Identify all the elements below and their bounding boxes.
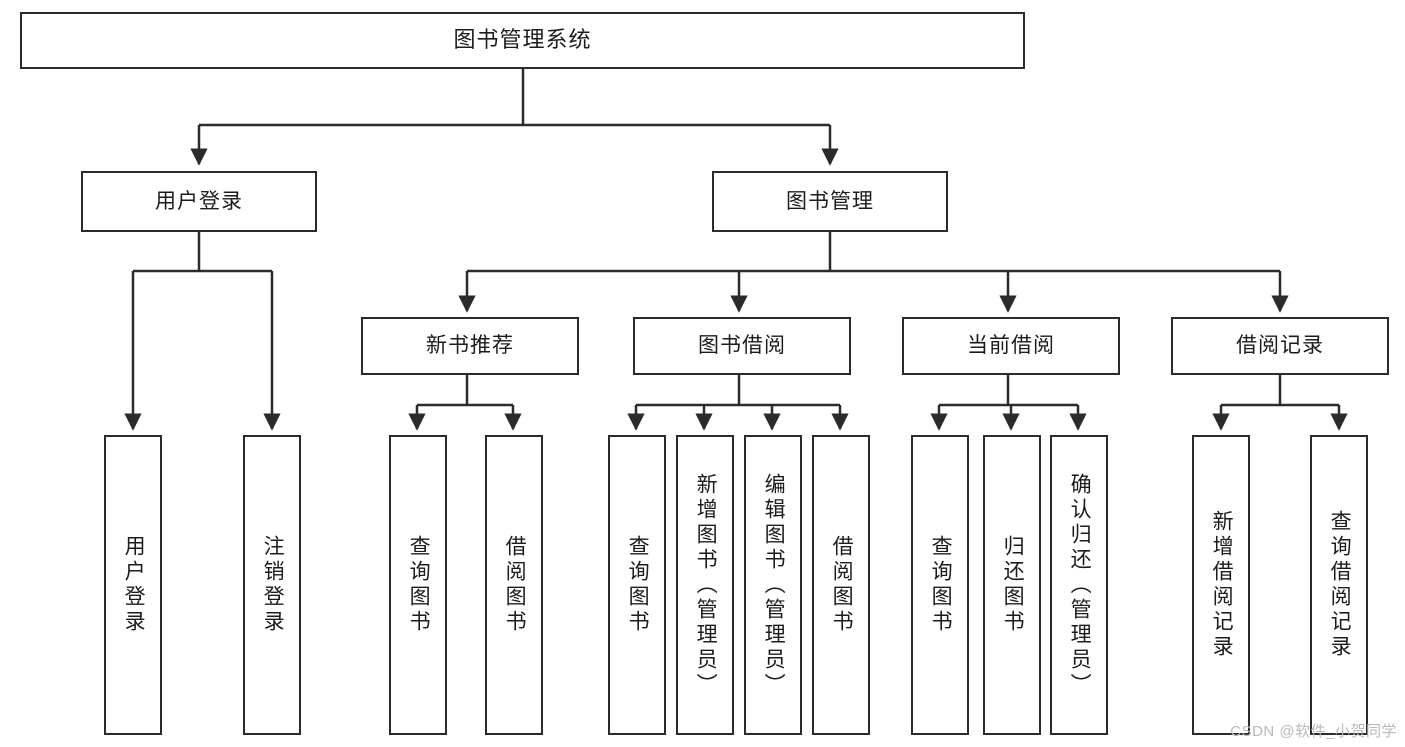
node-book-borrow-label: 图书借阅 (698, 334, 786, 358)
node-leaf-add-book[interactable]: 新增图书（管理员） (676, 435, 734, 735)
node-leaf-confirm-return[interactable]: 确认归还（管理员） (1050, 435, 1108, 735)
node-leaf-query-record[interactable]: 查询借阅记录 (1310, 435, 1368, 735)
node-leaf-add-record[interactable]: 新增借阅记录 (1192, 435, 1250, 735)
watermark: CSDN @软件_小贺同学 (1230, 723, 1397, 740)
node-leaf-add-record-label: 新增借阅记录 (1210, 510, 1234, 660)
node-leaf-edit-book[interactable]: 编辑图书（管理员） (744, 435, 802, 735)
node-current-borrow-label: 当前借阅 (967, 334, 1055, 358)
node-leaf-return-book[interactable]: 归还图书 (983, 435, 1041, 735)
node-leaf-borrow-book-1-label: 借阅图书 (503, 535, 527, 635)
node-leaf-return-book-label: 归还图书 (1001, 535, 1025, 635)
node-leaf-borrow-book-2[interactable]: 借阅图书 (812, 435, 870, 735)
node-new-book-recommend-label: 新书推荐 (426, 334, 514, 358)
node-leaf-confirm-return-label: 确认归还（管理员） (1068, 472, 1092, 698)
node-leaf-query-record-label: 查询借阅记录 (1328, 510, 1352, 660)
node-leaf-query-book-2[interactable]: 查询图书 (608, 435, 666, 735)
node-leaf-query-book-3[interactable]: 查询图书 (911, 435, 969, 735)
node-root[interactable]: 图书管理系统 (20, 12, 1025, 69)
node-leaf-borrow-book-1[interactable]: 借阅图书 (485, 435, 543, 735)
node-leaf-borrow-book-2-label: 借阅图书 (830, 535, 854, 635)
node-leaf-user-login-label: 用户登录 (122, 535, 146, 635)
node-leaf-logout-label: 注销登录 (261, 535, 285, 635)
node-root-label: 图书管理系统 (453, 27, 592, 53)
node-leaf-logout[interactable]: 注销登录 (243, 435, 301, 735)
node-leaf-edit-book-label: 编辑图书（管理员） (762, 472, 786, 698)
node-borrow-record-label: 借阅记录 (1236, 334, 1324, 358)
node-current-borrow[interactable]: 当前借阅 (902, 317, 1120, 375)
node-borrow-record[interactable]: 借阅记录 (1171, 317, 1389, 375)
node-book-borrow[interactable]: 图书借阅 (633, 317, 851, 375)
node-leaf-query-book-2-label: 查询图书 (626, 535, 650, 635)
node-book-manage[interactable]: 图书管理 (712, 171, 948, 232)
node-new-book-recommend[interactable]: 新书推荐 (361, 317, 579, 375)
node-user-login-label: 用户登录 (155, 189, 243, 213)
node-leaf-user-login[interactable]: 用户登录 (104, 435, 162, 735)
node-leaf-query-book-3-label: 查询图书 (929, 535, 953, 635)
node-leaf-add-book-label: 新增图书（管理员） (694, 472, 718, 698)
node-leaf-query-book-1[interactable]: 查询图书 (389, 435, 447, 735)
node-user-login[interactable]: 用户登录 (81, 171, 317, 232)
node-book-manage-label: 图书管理 (786, 189, 874, 213)
node-leaf-query-book-1-label: 查询图书 (407, 535, 431, 635)
